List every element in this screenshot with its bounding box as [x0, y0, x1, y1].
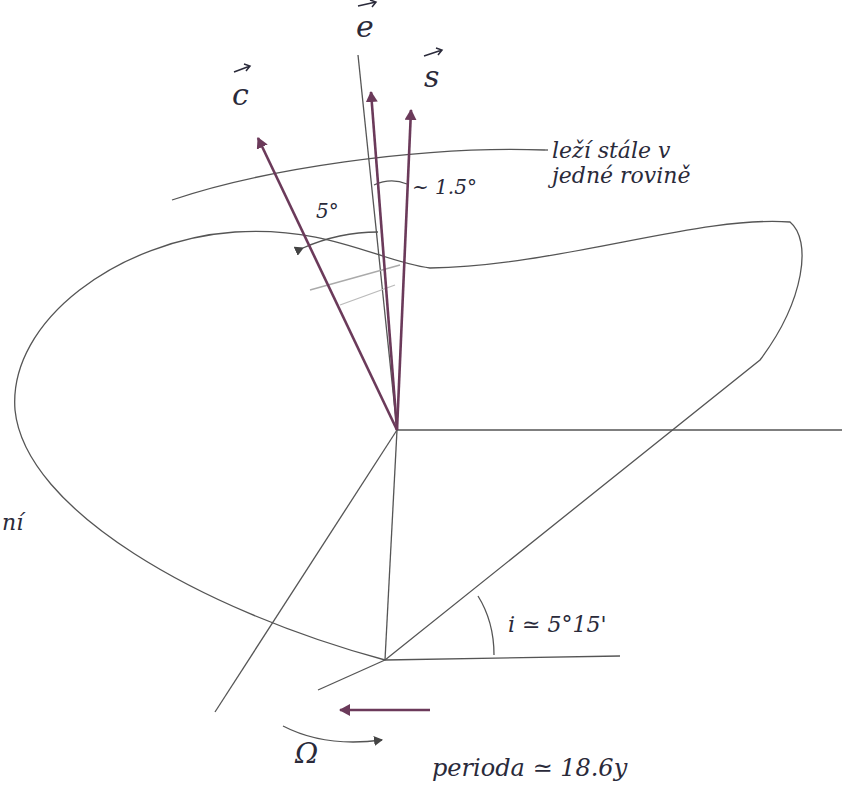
handwritten-label: Ω	[295, 738, 318, 770]
handwritten-label: 5°	[316, 200, 339, 223]
pencil-lines	[15, 55, 842, 742]
handwritten-label: perioda ≃ 18.6y	[432, 755, 627, 783]
handwritten-label: ní	[2, 510, 23, 535]
vector-overarrows	[234, 0, 442, 72]
handwritten-label: s	[424, 60, 439, 95]
handwritten-label: leží stále v jedné rovině	[552, 138, 702, 189]
handwritten-label: e	[356, 10, 374, 45]
handwritten-label: ~ 1.5°	[412, 176, 477, 199]
vector-arrows	[258, 92, 411, 430]
handwritten-label: c	[232, 78, 249, 113]
handwritten-label: i ≃ 5°15'	[508, 612, 607, 637]
